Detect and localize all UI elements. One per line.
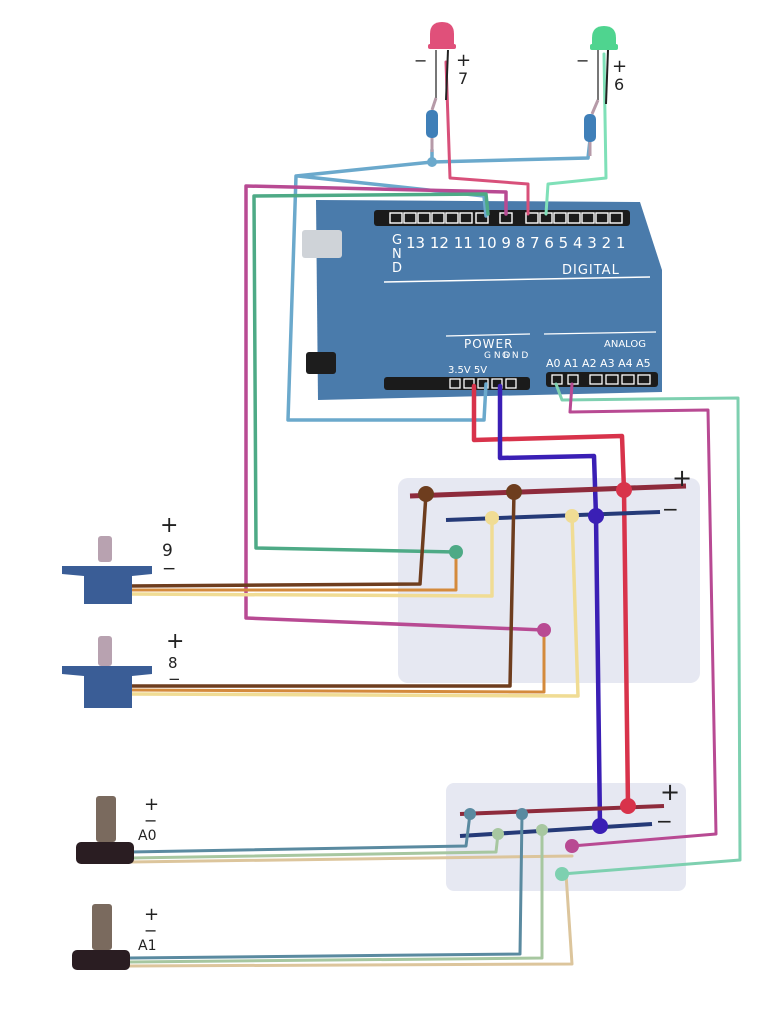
servo8-pin: 8 xyxy=(168,654,178,672)
power-jack xyxy=(306,352,336,374)
pot-a1-minus: − xyxy=(144,921,157,940)
led-green-pin: 6 xyxy=(614,75,624,94)
pot-a1 xyxy=(72,904,130,970)
led-red-pin: 7 xyxy=(458,69,468,88)
arduino-board: G N D 13 12 11 10 9 8 7 6 5 4 3 2 1 DIGI… xyxy=(302,200,662,400)
analog-label: ANALOG xyxy=(604,339,646,350)
pot-a0-label: A0 xyxy=(138,828,156,844)
led-red-plus: + xyxy=(456,50,471,71)
led-green xyxy=(584,26,618,156)
power-gnd-wire xyxy=(497,383,603,829)
power-label: POWER xyxy=(464,337,513,351)
digital-pin-numbers: 13 12 11 10 9 8 7 6 5 4 3 2 1 xyxy=(406,234,625,252)
servo8-minus: − xyxy=(168,670,181,688)
led-green-minus: − xyxy=(576,51,589,70)
led-green-pin6-wire xyxy=(544,52,608,216)
breadboard-small-plus: + xyxy=(660,778,680,806)
breadboard-main-plus: + xyxy=(672,464,692,492)
breadboard-small-minus: − xyxy=(656,809,673,833)
led-green-plus: + xyxy=(612,56,627,77)
led-ground-link xyxy=(296,174,488,218)
gnd-letter-d: D xyxy=(392,261,402,276)
led-red-pin7-wire xyxy=(444,60,530,216)
rail-plus-main xyxy=(409,483,687,499)
servo9-pin: 9 xyxy=(162,541,173,561)
breadboard-main-minus: − xyxy=(662,497,679,521)
led-red-minus: − xyxy=(414,51,427,70)
breadboard-main xyxy=(398,478,700,683)
servo9-plus: + xyxy=(160,513,178,538)
servo8-plus: + xyxy=(166,629,184,654)
led-green-resistor xyxy=(584,114,596,142)
pot-a1-plus: + xyxy=(144,904,159,925)
digital-label: DIGITAL xyxy=(562,263,620,278)
rail-minus-main xyxy=(445,510,661,522)
pot-a1-label: A1 xyxy=(138,938,156,954)
led-red xyxy=(426,22,456,152)
pot-a0-plus: + xyxy=(144,794,159,815)
servo8-signal-wire xyxy=(244,184,546,632)
analog-pin-labels: A0 A1 A2 A3 A4 A5 xyxy=(546,357,651,370)
analog-a0-wire xyxy=(554,382,742,876)
servo-pin8 xyxy=(62,636,152,708)
servo9-minus: − xyxy=(162,559,176,579)
servo-pin9 xyxy=(62,536,152,604)
gnd-letter-n: N xyxy=(392,247,402,262)
power-header xyxy=(384,377,530,390)
usb-connector xyxy=(302,230,342,258)
pot-a0-minus: − xyxy=(144,811,157,830)
gnd-letter-g: G xyxy=(392,233,402,248)
pot-a0 xyxy=(76,796,134,864)
led-red-resistor xyxy=(426,110,438,138)
servo9-signal-wire xyxy=(252,192,490,554)
power-pin-labels: 3.5V 5V xyxy=(448,365,487,376)
analog-a1-wire xyxy=(568,382,718,848)
power-5v-wire xyxy=(471,383,631,809)
gnd-label-2: G N D xyxy=(502,351,528,361)
gnd-label-1: G N D xyxy=(484,351,510,361)
